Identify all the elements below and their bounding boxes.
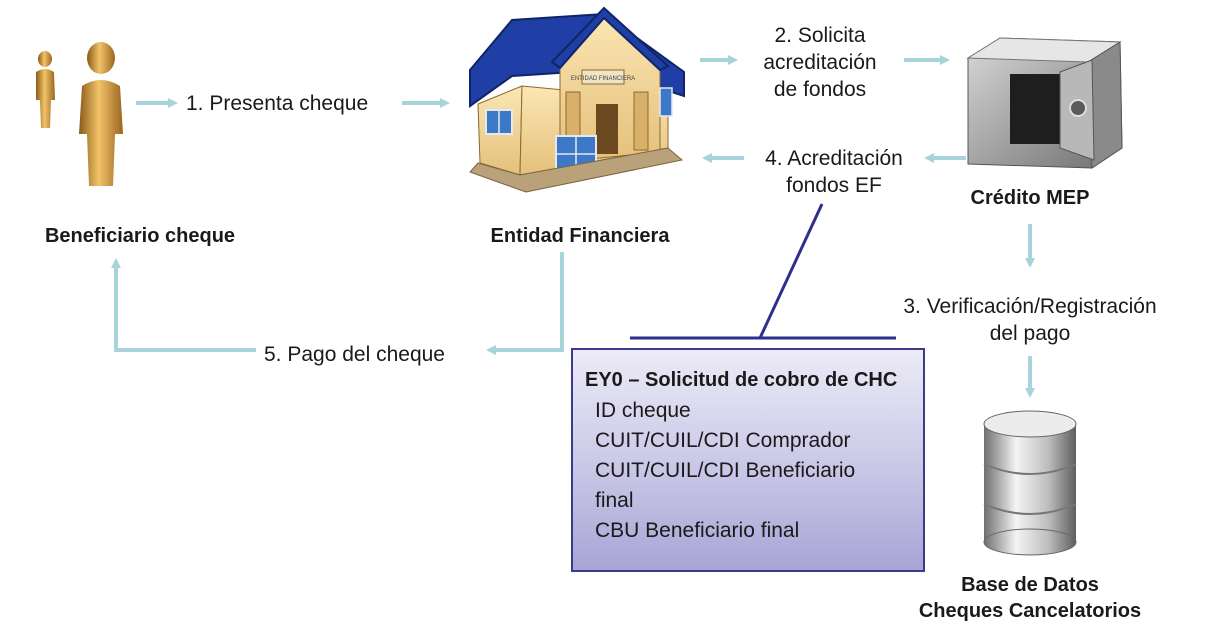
step3-line2: del pago	[989, 322, 1071, 345]
node-beneficiario-label: Beneficiario cheque	[44, 225, 236, 247]
message-box-title: EY0 – Solicitud de cobro de CHC	[585, 369, 898, 391]
safe-icon	[966, 37, 1123, 169]
message-field: CBU Beneficiario final	[595, 519, 800, 542]
step4-label: 4. Acreditación fondos EF	[744, 145, 924, 199]
arrow-step5-out	[111, 258, 256, 352]
bank-building-icon: ENTIDAD FINANCIERA	[469, 6, 685, 193]
node-base-label-line2: Cheques Cancelatorios	[918, 600, 1142, 622]
message-field: CUIT/CUIL/CDI Beneficiario	[595, 459, 856, 482]
step5-label: 5. Pago del cheque	[264, 343, 445, 366]
node-entidad-label: Entidad Financiera	[490, 225, 670, 247]
step2-label: 2. Solicita acreditación de fondos	[740, 22, 900, 103]
node-credito-label: Crédito MEP	[970, 187, 1090, 209]
message-field-list: ID cheque CUIT/CUIL/CDI Comprador CUIT/C…	[595, 396, 913, 546]
step2-line1: 2. Solicita	[774, 24, 866, 47]
database-icon	[983, 410, 1077, 556]
flow-arrows	[111, 55, 1035, 398]
step1-label: 1. Presenta cheque	[186, 92, 369, 115]
step2-line3: de fondos	[773, 78, 867, 101]
message-connector-line	[758, 203, 824, 339]
message-field: ID cheque	[595, 399, 691, 422]
step3-line1: 3. Verificación/Registración	[903, 295, 1157, 318]
node-base-label: Base de Datos Cheques Cancelatorios	[890, 572, 1170, 624]
message-field: final	[595, 489, 634, 512]
message-field: CUIT/CUIL/CDI Comprador	[595, 429, 851, 452]
step4-line1: 4. Acreditación	[765, 147, 903, 170]
message-box-ey0: EY0 – Solicitud de cobro de CHC ID chequ…	[571, 348, 925, 572]
step2-line2: acreditación	[763, 51, 877, 74]
bank-sign-text: ENTIDAD FINANCIERA	[571, 76, 635, 82]
arrow-step5-in	[486, 252, 564, 355]
node-base-label-line1: Base de Datos	[961, 574, 1099, 596]
people-icon	[36, 42, 123, 186]
step3-label: 3. Verificación/Registración del pago	[870, 293, 1190, 347]
step4-line2: fondos EF	[786, 174, 882, 197]
